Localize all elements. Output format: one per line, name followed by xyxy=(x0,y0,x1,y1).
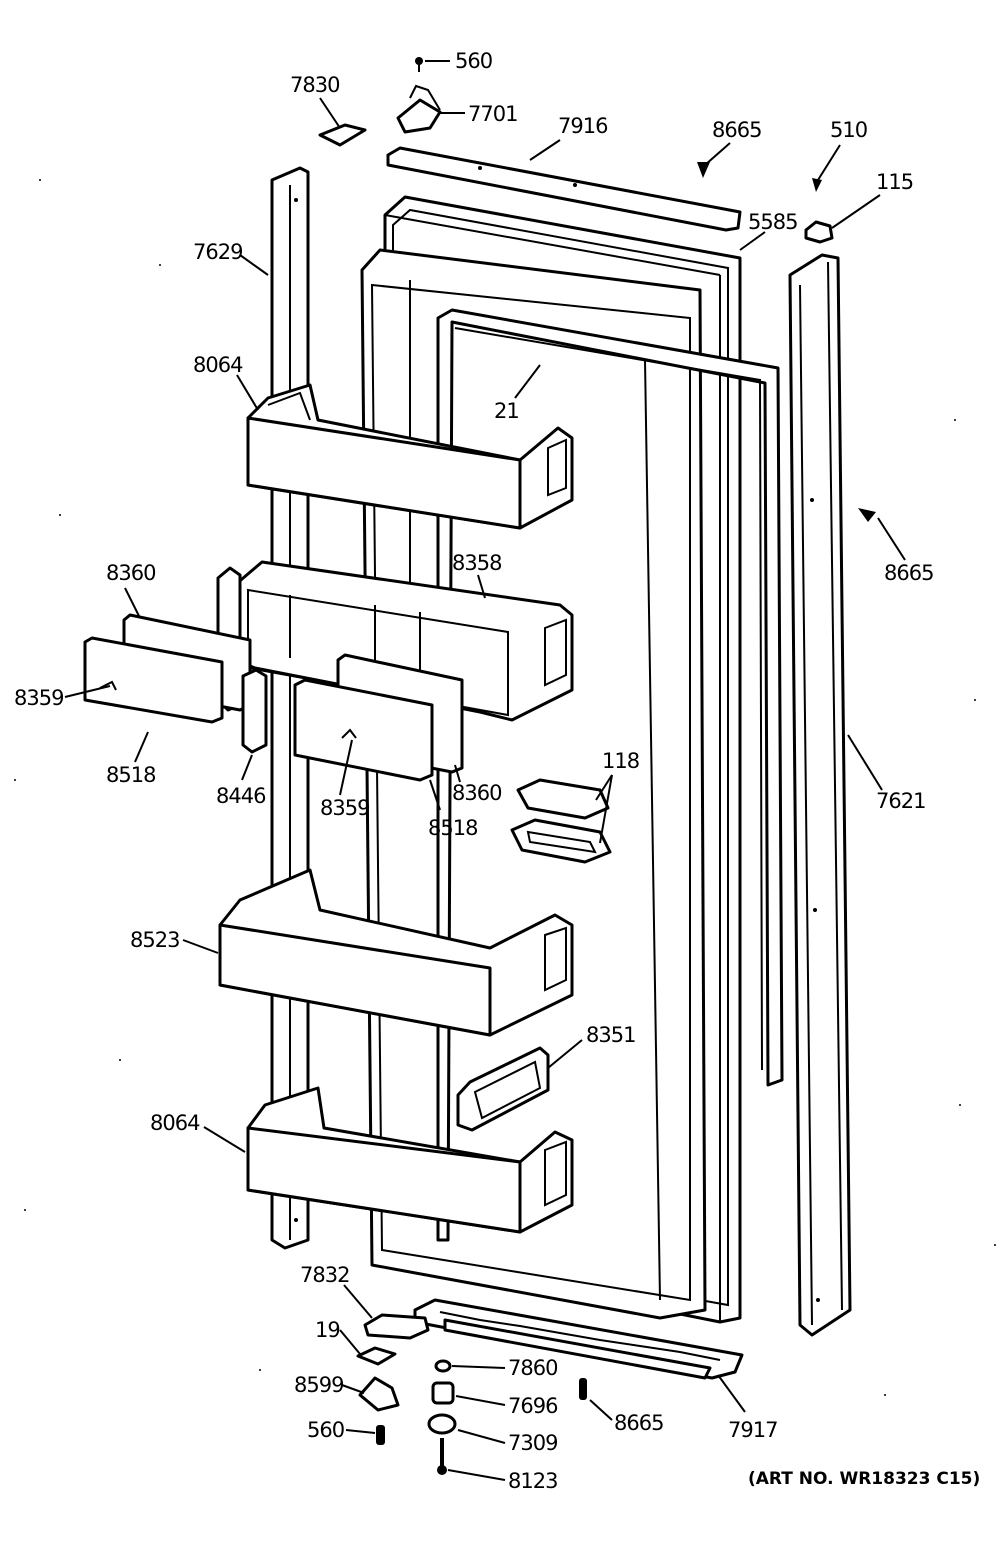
callout-7629: 7629 xyxy=(193,240,242,264)
callout-8064-bottom: 8064 xyxy=(150,1111,200,1135)
callout-8064-top: 8064 xyxy=(193,353,243,377)
art-number: (ART NO. WR18323 C15) xyxy=(748,1469,980,1489)
cover-19 xyxy=(356,1346,397,1366)
gasket-118 xyxy=(510,778,612,864)
scan-specks xyxy=(14,179,996,1396)
callout-8360-right: 8360 xyxy=(452,781,501,805)
callout-510: 510 xyxy=(830,118,867,142)
door-shelf-8523 xyxy=(218,868,574,1037)
callout-21: 21 xyxy=(494,399,519,423)
callout-7830: 7830 xyxy=(290,73,339,97)
callout-560-top: 560 xyxy=(455,49,492,73)
callout-8518-left: 8518 xyxy=(106,763,155,787)
callout-8665-top: 8665 xyxy=(712,118,761,142)
callout-8446: 8446 xyxy=(216,784,266,808)
callout-7309: 7309 xyxy=(508,1431,557,1455)
callout-labels: 560 7830 7701 7916 8665 510 115 5585 762… xyxy=(14,49,934,1493)
callout-7696: 7696 xyxy=(508,1394,558,1418)
callout-8665-right: 8665 xyxy=(884,561,933,585)
leader-lines xyxy=(64,60,906,1481)
top-hinge-7701 xyxy=(396,84,442,134)
callout-7860: 7860 xyxy=(508,1356,557,1380)
callout-8359-mid: 8359 xyxy=(320,796,369,820)
hinge-7832 xyxy=(363,1313,430,1340)
washer-7309 xyxy=(427,1413,457,1435)
washer-7860 xyxy=(434,1359,452,1373)
callout-115: 115 xyxy=(876,170,913,194)
callout-8518-right: 8518 xyxy=(428,816,477,840)
callout-8599: 8599 xyxy=(294,1373,343,1397)
door-shelf-8064-bottom xyxy=(246,1086,574,1234)
callout-560-bottom: 560 xyxy=(307,1418,344,1442)
hinge-cover-7830 xyxy=(318,123,367,147)
callout-8360-left: 8360 xyxy=(106,561,155,585)
callout-118: 118 xyxy=(602,749,639,773)
callout-8351: 8351 xyxy=(586,1023,635,1047)
screw-560-top xyxy=(415,57,423,72)
bin-door-8359-left xyxy=(83,636,224,724)
callout-8123: 8123 xyxy=(508,1469,557,1493)
callout-7621: 7621 xyxy=(876,789,925,813)
bushing-7696 xyxy=(431,1381,455,1405)
right-trim-7621 xyxy=(788,253,852,1337)
screw-510 xyxy=(812,178,822,192)
bin-door-8359-mid xyxy=(293,678,434,782)
door-shelf-8064-top xyxy=(246,383,574,530)
callout-7916: 7916 xyxy=(558,114,608,138)
door-gasket xyxy=(436,308,784,1242)
screw-8665-right xyxy=(858,508,876,522)
callout-7917: 7917 xyxy=(728,1418,777,1442)
screw-8665-top xyxy=(697,162,710,178)
top-cap-7916 xyxy=(386,146,742,232)
callout-19: 19 xyxy=(315,1318,340,1342)
module-8351 xyxy=(456,1046,550,1132)
screw-560-bottom xyxy=(376,1425,385,1445)
callout-8358: 8358 xyxy=(452,551,501,575)
bracket-8599 xyxy=(358,1376,400,1412)
callout-8359-left: 8359 xyxy=(14,686,63,710)
callout-7832: 7832 xyxy=(300,1263,349,1287)
callout-8665-bottom: 8665 xyxy=(614,1411,663,1435)
callout-8523: 8523 xyxy=(130,928,179,952)
pin-8123 xyxy=(437,1438,447,1475)
callout-5585: 5585 xyxy=(748,210,797,234)
cap-115 xyxy=(804,220,834,244)
callout-7701: 7701 xyxy=(468,102,517,126)
divider-8446 xyxy=(241,668,268,754)
screw-8665-bottom xyxy=(579,1378,587,1400)
